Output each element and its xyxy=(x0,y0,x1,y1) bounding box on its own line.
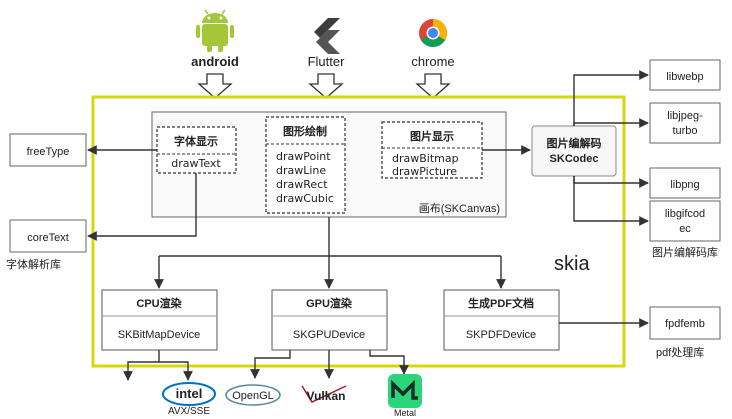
vulkan-logo: Vulkan xyxy=(301,385,347,403)
shape-item-drawRect: drawRect xyxy=(276,178,328,191)
gpu-device-box: GPU渲染 SKGPUDevice xyxy=(271,289,388,351)
intel-logo: intel AVX/SSE xyxy=(162,382,216,417)
pdf-lib-fpdfemb: fpdfemb xyxy=(649,306,721,340)
font-parsing-caption: 字体解析库 xyxy=(6,257,61,271)
arrow-gpu-to-metal xyxy=(369,350,409,375)
metal-m-icon xyxy=(391,379,418,400)
arrow-to-coretext xyxy=(87,173,197,241)
android-down-arrow xyxy=(197,73,233,99)
pdf-device-box: 生成PDF文档 SKPDFDevice xyxy=(443,289,560,351)
arrow-to-libwebp xyxy=(573,70,649,126)
intel-label: intel xyxy=(176,386,203,401)
skcodec-box: 图片编解码 SKCodec xyxy=(531,125,617,177)
image-display-group: 图片显示 drawBitmap drawPicture xyxy=(381,121,483,179)
codec-lib-libwebp: libwebp xyxy=(649,59,721,91)
chrome-down-arrow xyxy=(415,73,451,99)
libgif-label-line2: ec xyxy=(679,223,691,235)
pdf-lib-caption: pdf处理库 xyxy=(656,346,704,359)
libjpeg-label-line2: turbo xyxy=(672,125,697,137)
arrow-cpu-to-intel xyxy=(159,361,193,381)
skcodec-line2: SKCodec xyxy=(550,153,599,165)
skcodec-line1: 图片编解码 xyxy=(547,136,602,150)
android-logo: android xyxy=(191,9,239,69)
opengl-label: OpenGL xyxy=(232,390,274,402)
flutter-icon xyxy=(314,18,340,54)
canvas-caption: 画布(SKCanvas) xyxy=(419,202,500,215)
shape-item-drawPoint: drawPoint xyxy=(276,150,331,163)
shape-item-drawLine: drawLine xyxy=(276,164,326,177)
shape-item-drawCubic: drawCubic xyxy=(276,192,334,205)
arrow-cpu-down xyxy=(123,350,160,381)
cpu-device-name: SKBitMapDevice xyxy=(118,329,201,341)
font-display-group: 字体显示 drawText xyxy=(156,126,237,174)
android-robot-icon xyxy=(196,9,234,52)
codec-lib-libgifcodec: libgifcod ec xyxy=(649,200,721,242)
pdf-device-name: SKPDFDevice xyxy=(466,329,536,341)
flutter-logo: Flutter xyxy=(308,18,346,69)
coretext-label: coreText xyxy=(27,232,69,244)
opengl-logo: OpenGL xyxy=(225,384,281,406)
font-display-title: 字体显示 xyxy=(174,134,218,148)
arrow-to-libjpeg xyxy=(573,118,649,128)
arrow-to-libpng xyxy=(573,176,649,188)
cpu-device-title: CPU渲染 xyxy=(136,296,182,310)
codec-libs-caption: 图片编解码库 xyxy=(652,245,718,259)
platform-entry-arrows xyxy=(197,73,451,99)
skia-label: skia xyxy=(554,253,590,275)
coretext-box: coreText xyxy=(9,219,87,253)
libgif-label-line1: libgifcod xyxy=(665,208,705,220)
chrome-logo: chrome xyxy=(411,19,455,69)
codec-lib-libpng: libpng xyxy=(649,167,721,199)
image-item-drawPicture: drawPicture xyxy=(392,165,457,178)
connectors xyxy=(87,70,649,381)
gpu-device-title: GPU渲染 xyxy=(306,296,353,310)
intel-sub-label: AVX/SSE xyxy=(168,406,210,417)
libwebp-label: libwebp xyxy=(666,71,703,83)
vulkan-label: Vulkan xyxy=(307,389,346,403)
codec-lib-libjpeg-turbo: libjpeg- turbo xyxy=(649,102,721,144)
fpdfemb-label: fpdfemb xyxy=(665,318,705,330)
chrome-label: chrome xyxy=(411,54,454,69)
shape-drawing-group: 图形绘制 drawPoint drawLine drawRect drawCub… xyxy=(265,116,346,214)
gpu-device-name: SKGPUDevice xyxy=(293,329,365,341)
chrome-icon xyxy=(419,19,447,47)
font-item-drawText: drawText xyxy=(171,157,221,170)
flutter-label: Flutter xyxy=(308,54,346,69)
freetype-label: freeType xyxy=(27,146,70,158)
image-item-drawBitmap: drawBitmap xyxy=(392,152,459,165)
pdf-device-title: 生成PDF文档 xyxy=(468,296,534,310)
metal-logo: Metal xyxy=(388,374,422,418)
freetype-box: freeType xyxy=(9,133,87,167)
cpu-device-box: CPU渲染 SKBitMapDevice xyxy=(101,289,218,351)
metal-label: Metal xyxy=(394,408,416,418)
android-label: android xyxy=(191,54,239,69)
libpng-label: libpng xyxy=(670,179,699,191)
shape-drawing-title: 图形绘制 xyxy=(283,124,327,138)
image-display-title: 图片显示 xyxy=(410,129,454,143)
arrow-gpu-to-opengl xyxy=(250,350,291,379)
flutter-down-arrow xyxy=(308,73,344,99)
arrow-to-libgifcodec xyxy=(573,176,649,226)
libjpeg-label-line1: libjpeg- xyxy=(667,110,703,122)
